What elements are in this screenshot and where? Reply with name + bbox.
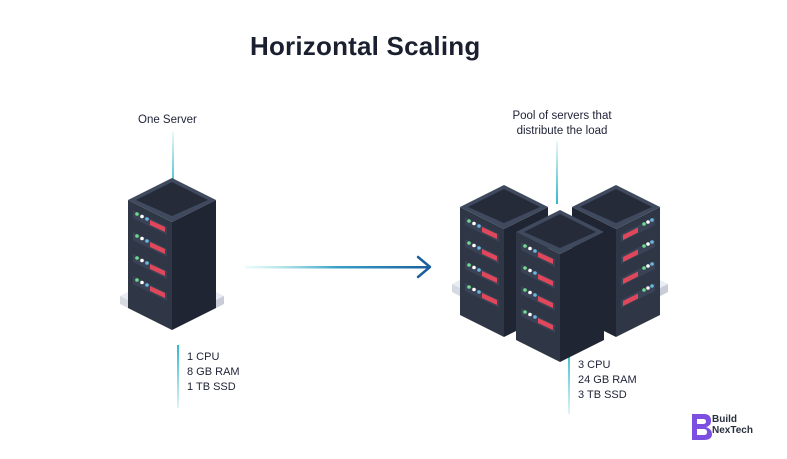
diagram-title: Horizontal Scaling [250,31,481,61]
one-server-label: One Server [138,114,197,126]
spec-storage: 1 TB SSD [187,381,236,393]
scaling-arrow [245,255,432,279]
one-server-connector-line [172,132,174,194]
buildnextech-logo-icon [692,414,712,440]
one-server-specs-line [177,345,179,408]
pool-connector-line [556,141,558,204]
pool-label-line: distribute the load [516,125,608,137]
spec-cpu: 3 CPU [578,359,611,371]
server-pool-icon [452,185,668,362]
spec-storage: 3 TB SSD [578,389,627,401]
brand-name-line: Build [712,414,737,425]
pool-label-line: Pool of servers that [512,110,612,122]
pool-label: Pool of servers that distribute the load [500,109,624,139]
spec-ram: 8 GB RAM [187,366,240,378]
brand-name-line: NexTech [712,425,753,436]
single-server-icon [120,178,224,330]
one-server-specs: 1 CPU 8 GB RAM 1 TB SSD [187,350,240,395]
spec-ram: 24 GB RAM [578,374,637,386]
spec-cpu: 1 CPU [187,351,220,363]
brand-name: Build NexTech [712,414,753,436]
pool-specs: 3 CPU 24 GB RAM 3 TB SSD [578,358,637,403]
pool-specs-line [568,346,570,414]
